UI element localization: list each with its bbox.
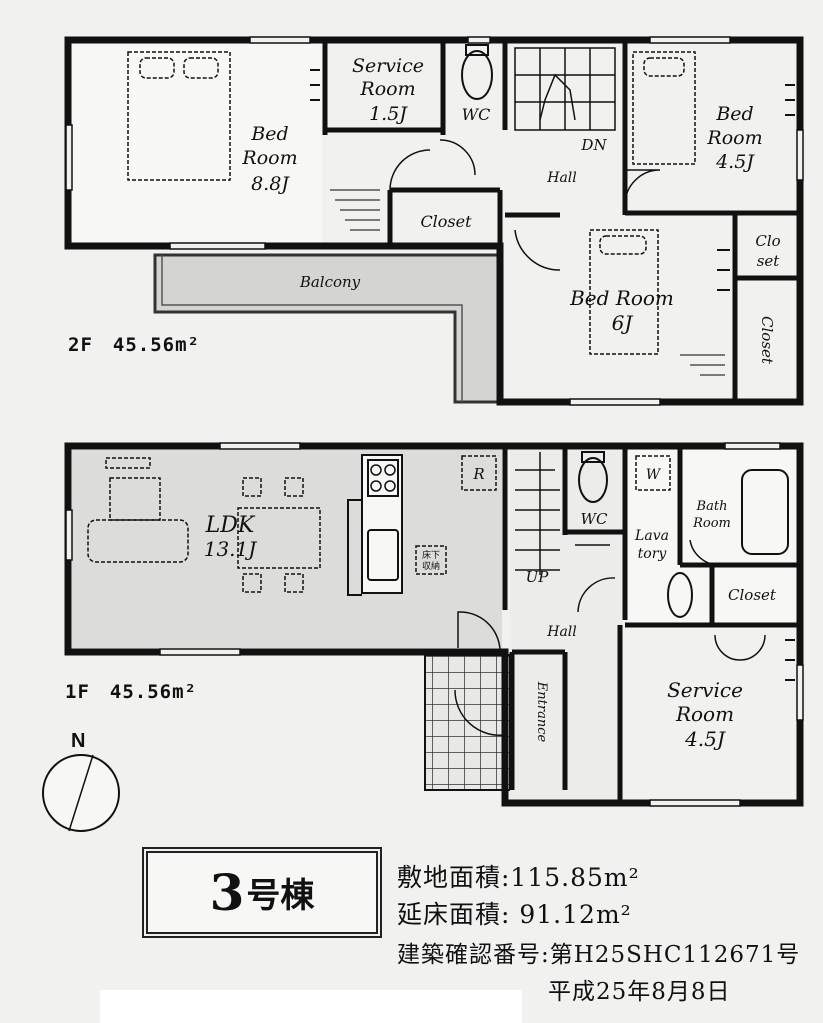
bed-room-4-5-size: 4.5J: [715, 151, 755, 173]
north-label: N: [71, 730, 86, 752]
north-compass: N: [38, 730, 124, 834]
service-room-1f-label-line1: Service: [667, 678, 743, 702]
permit-date-text: 平成25年8月8日: [548, 979, 731, 1005]
closet-1f-label: Closet: [728, 586, 777, 604]
wc-1f-label: WC: [581, 510, 608, 528]
wc-2f-label: WC: [462, 105, 491, 124]
permit-number-text: 建築確認番号:第H25SHC112671号: [397, 942, 801, 968]
service-room-2f-label-line2: Room: [359, 78, 415, 100]
building-number-box: 3 号棟: [142, 847, 382, 938]
floor1-area-label: 1F 45.56m²: [65, 681, 197, 703]
floor2-plan: Bed Room 8.8J Service Room 1.5J WC Bed R…: [64, 36, 804, 406]
closet-vertical-label: Closet: [758, 316, 776, 365]
service-room-1f-size: 4.5J: [684, 727, 726, 751]
lavatory-label-line2: tory: [638, 546, 668, 562]
bath-room-label-line1: Bath: [696, 499, 728, 514]
ldk-size: 13.1J: [204, 537, 258, 561]
stair-down-label: DN: [580, 136, 607, 154]
washer-label: W: [646, 467, 662, 483]
bath-room-label-line2: Room: [692, 516, 731, 531]
closet-small-label-line1: Clo: [755, 232, 780, 250]
hall-2f-label: Hall: [546, 170, 577, 186]
masked-area: [100, 990, 522, 1023]
service-room-2f-label-line1: Service: [352, 55, 424, 77]
building-number-suffix: 号棟: [246, 876, 315, 916]
service-room-2f-size: 1.5J: [369, 103, 408, 125]
lavatory-label-line1: Lava: [634, 528, 669, 544]
closet-2f-label: Closet: [420, 212, 472, 231]
site-area-text: 敷地面積:115.85m²: [397, 863, 640, 892]
service-room-1f-label-line2: Room: [675, 702, 734, 726]
balcony-label: Balcony: [299, 273, 361, 291]
bed-room-6-label: Bed Room: [569, 286, 674, 310]
floor1-plan: LDK 13.1J R 床下 収納 WC W Bath Room Lava to…: [64, 442, 804, 807]
bed-room-8-8-label-line2: Room: [241, 147, 297, 169]
bed-room-8-8-size: 8.8J: [251, 173, 290, 195]
underfloor-storage-label-line1: 床下: [422, 549, 440, 561]
building-number: 3: [209, 862, 245, 922]
entrance-label: Entrance: [534, 681, 549, 743]
refrigerator-label: R: [472, 465, 484, 483]
compass-icon: [42, 754, 120, 832]
bed-room-6-size: 6J: [612, 311, 634, 335]
bed-room-8-8-label-line1: Bed: [250, 123, 288, 145]
floor-area-text: 延床面積: 91.12m²: [397, 900, 632, 929]
ldk-label: LDK: [205, 513, 256, 538]
bed-room-4-5-label-line2: Room: [706, 127, 762, 149]
bed-room-4-5-label-line1: Bed: [715, 103, 753, 125]
closet-small-label-line2: set: [757, 252, 781, 270]
underfloor-storage-label-line2: 収納: [422, 560, 440, 572]
hall-1f-label: Hall: [546, 624, 577, 640]
stair-up-label: UP: [526, 568, 550, 586]
floor2-area-label: 2F 45.56m²: [68, 334, 200, 356]
